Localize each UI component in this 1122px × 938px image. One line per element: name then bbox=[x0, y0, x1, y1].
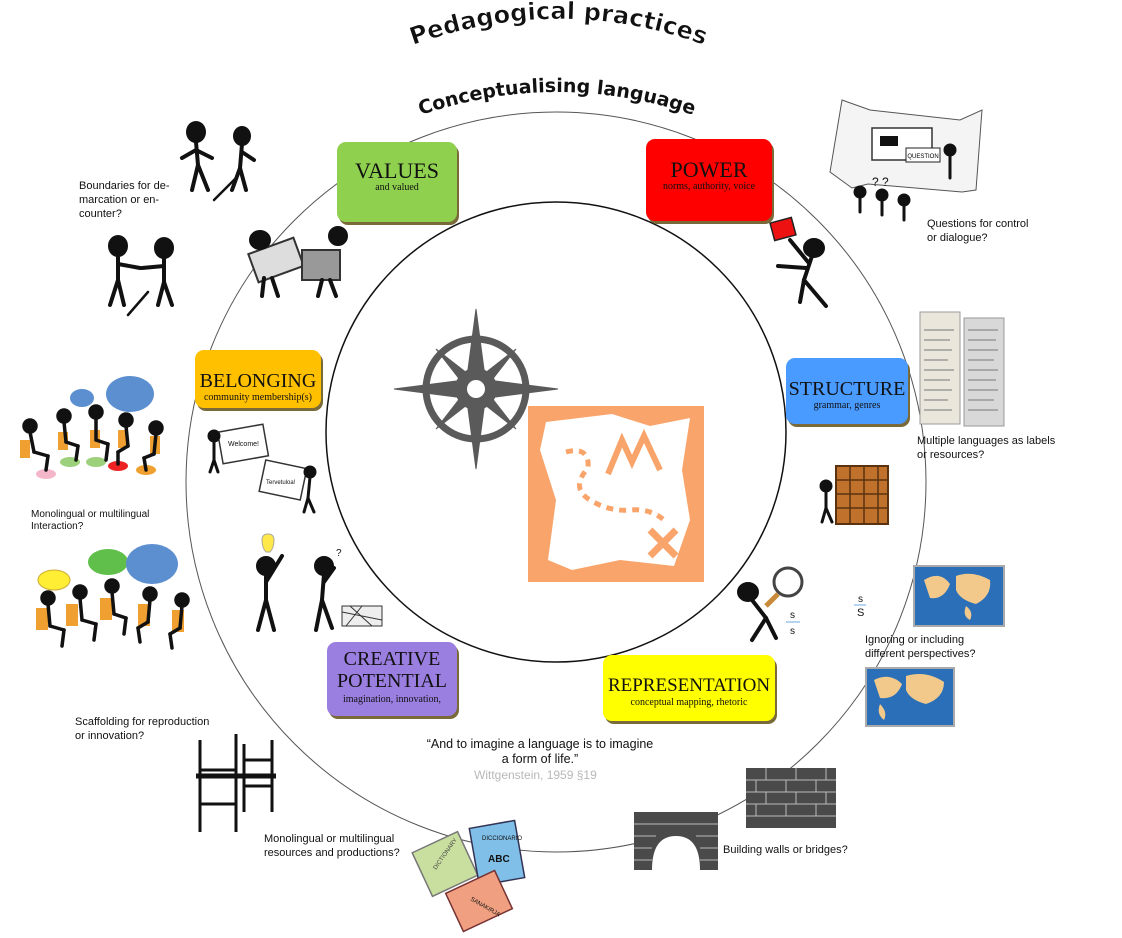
outer-ring bbox=[185, 111, 927, 853]
representation-box: REPRESENTATION conceptual mapping, rheto… bbox=[603, 655, 775, 721]
question-line: Ignoring or including bbox=[865, 634, 965, 646]
question-line: or resources? bbox=[917, 449, 985, 461]
question-line: or innovation? bbox=[75, 730, 145, 742]
fraction-denominator-large: S bbox=[857, 607, 864, 619]
power-subtitle: norms, authority, voice bbox=[662, 181, 756, 192]
power-box: POWER norms, authority, voice bbox=[646, 139, 772, 221]
svg-text:? ?: ? ? bbox=[872, 175, 889, 189]
question-scaffolding: Scaffolding for reproduction or innovati… bbox=[75, 715, 209, 743]
question-line: Scaffolding for reproduction bbox=[75, 716, 210, 728]
belonging-subtitle: community membership(s) bbox=[203, 392, 313, 403]
question-line: Questions for control bbox=[927, 218, 1029, 230]
power-title: POWER bbox=[670, 157, 748, 182]
question-line: or dialogue? bbox=[927, 232, 988, 244]
question-line: Monolingual or multilingual bbox=[264, 833, 395, 845]
outer-title: Pedagogical practices bbox=[406, 0, 711, 51]
question-line: Boundaries for de- bbox=[79, 180, 170, 192]
thinking-figures-icon: ? bbox=[256, 533, 383, 632]
question-perspectives: Ignoring or including different perspect… bbox=[865, 633, 975, 661]
question-walls: Building walls or bridges? bbox=[723, 843, 848, 857]
quote-line1: “And to imagine a language is to imagine bbox=[426, 737, 654, 751]
values-subtitle: and valued bbox=[375, 182, 419, 193]
welcome-sign-icon: Welcome! bbox=[207, 423, 270, 474]
wittgenstein-quote: “And to imagine a language is to imagine… bbox=[400, 737, 680, 767]
structure-title: STRUCTURE bbox=[788, 378, 906, 400]
question-line: Monolingual or multilingual bbox=[31, 509, 150, 520]
treasure-map-icon bbox=[528, 406, 704, 582]
group-discussion-top-icon bbox=[20, 376, 164, 479]
fraction-numerator-small: s bbox=[790, 610, 795, 621]
question-line: Interaction? bbox=[31, 521, 84, 532]
brick-bridge-icon bbox=[634, 812, 718, 870]
welcome-label: Welcome! bbox=[228, 441, 259, 448]
creative-subtitle: imagination, innovation, bbox=[342, 694, 442, 705]
question-line: counter? bbox=[79, 208, 122, 220]
word-list-documents-icon bbox=[919, 311, 1005, 427]
handshake-figures-icon bbox=[108, 235, 174, 317]
magnifier-figure-icon bbox=[737, 566, 804, 642]
gift-exchange-icon bbox=[247, 226, 348, 298]
tervetuloa-label: Tervetuloa! bbox=[266, 480, 296, 486]
question-resources: Monolingual or multilingual resources an… bbox=[264, 832, 400, 860]
abc-label: ABC bbox=[488, 854, 510, 865]
quote-citation: Wittgenstein, 1959 §19 bbox=[474, 768, 597, 782]
quote-line2: a form of life.” bbox=[501, 752, 579, 766]
question-line: marcation or en- bbox=[79, 194, 160, 206]
belonging-title: BELONGING bbox=[199, 370, 317, 392]
tervetuloa-sign-icon: Tervetuloa! bbox=[258, 459, 317, 514]
question-line: Building walls or bridges? bbox=[723, 844, 848, 856]
question-boundaries: Boundaries for de- marcation or en- coun… bbox=[79, 179, 170, 221]
inner-title: Conceptualising language bbox=[416, 75, 699, 120]
fraction-numerator-large: s bbox=[858, 594, 863, 605]
svg-text:?: ? bbox=[336, 548, 342, 559]
structure-box: STRUCTURE grammar, genres bbox=[786, 358, 908, 424]
inner-ring bbox=[325, 201, 787, 663]
scaffolding-icon bbox=[196, 734, 276, 832]
structure-subtitle: grammar, genres bbox=[813, 400, 881, 411]
values-title: VALUES bbox=[355, 158, 439, 183]
walking-figures-icon bbox=[180, 121, 256, 202]
world-map-bottom-icon bbox=[865, 667, 955, 727]
question-line: different perspectives? bbox=[865, 648, 976, 660]
creative-title-line2: POTENTIAL bbox=[337, 670, 447, 692]
question-interaction: Monolingual or multilingual Interaction? bbox=[31, 509, 149, 533]
question-sign-label: QUESTION bbox=[907, 154, 938, 160]
group-discussion-bottom-icon bbox=[36, 544, 190, 650]
question-line: Multiple languages as labels bbox=[917, 435, 1056, 447]
question-languages: Multiple languages as labels or resource… bbox=[917, 434, 1055, 462]
compass-rose-icon bbox=[393, 308, 559, 470]
creative-potential-box: CREATIVE POTENTIAL imagination, innovati… bbox=[327, 642, 457, 716]
representation-title: REPRESENTATION bbox=[607, 675, 771, 696]
dictionary-books-icon: DICTIONARY DICCIONARIO ABC SANAKIRJA bbox=[411, 819, 526, 933]
classroom-sketch-icon: QUESTION ? ? bbox=[829, 99, 983, 222]
fraction-denominator-small: s bbox=[790, 626, 795, 637]
pigeonhole-shelf-icon bbox=[819, 465, 889, 525]
belonging-box: BELONGING community membership(s) bbox=[195, 350, 321, 408]
representation-subtitle: conceptual mapping, rhetoric bbox=[630, 697, 748, 708]
diccionario-label: DICCIONARIO bbox=[482, 836, 522, 842]
world-map-top-icon bbox=[913, 565, 1005, 627]
creative-title-line1: CREATIVE bbox=[343, 648, 441, 670]
referee-figure-icon bbox=[769, 216, 828, 308]
values-box: VALUES and valued bbox=[337, 142, 457, 222]
brick-wall-icon bbox=[746, 768, 836, 828]
question-line: resources and productions? bbox=[264, 847, 400, 859]
question-control: Questions for control or dialogue? bbox=[927, 217, 1029, 245]
